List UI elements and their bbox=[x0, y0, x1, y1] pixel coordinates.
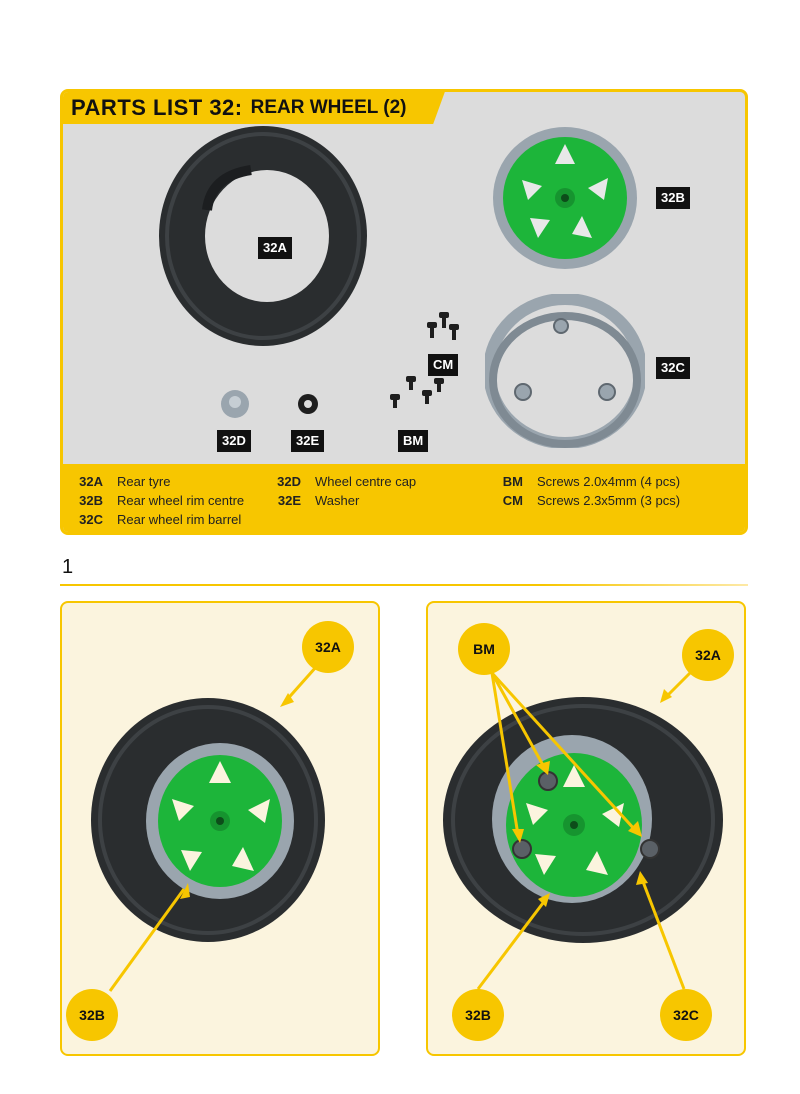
step-panel-right: BM 32A 32B 32C bbox=[426, 601, 746, 1056]
legend-code: BM bbox=[502, 474, 523, 489]
legend-name: Screws 2.0x4mm (4 pcs) bbox=[537, 474, 681, 489]
legend-name: Washer bbox=[315, 493, 360, 508]
legend-code: 32A bbox=[79, 474, 103, 489]
legend-code: CM bbox=[502, 493, 523, 508]
wheel-assembly-illustration bbox=[91, 698, 325, 942]
legend-code: 32E bbox=[277, 493, 301, 508]
legend-column-3: BM Screws 2.0x4mm (4 pcs) CM Screws 2.3x5m… bbox=[499, 472, 680, 510]
callout-32c: 32C bbox=[660, 989, 712, 1041]
wheel-rim-barrel-illustration bbox=[443, 697, 723, 943]
parts-list-title-sub: REAR WHEEL (2) bbox=[250, 97, 407, 118]
legend-row: 32D Wheel centre cap bbox=[273, 472, 416, 491]
callout-32b: 32B bbox=[452, 989, 504, 1041]
tag-32e: 32E bbox=[291, 430, 325, 452]
legend-name: Screws 2.3x5mm (3 pcs) bbox=[537, 493, 681, 508]
legend-row: BM Screws 2.0x4mm (4 pcs) bbox=[499, 472, 680, 491]
screws-cm-illustration bbox=[427, 312, 459, 340]
screws-bm-illustration bbox=[390, 376, 444, 408]
part-32a-tyre-illustration bbox=[159, 126, 367, 346]
callout-32b: 32B bbox=[66, 989, 118, 1041]
legend-row: CM Screws 2.3x5mm (3 pcs) bbox=[499, 491, 680, 510]
legend-name: Wheel centre cap bbox=[315, 474, 417, 489]
tag-32a: 32A bbox=[258, 237, 292, 259]
tag-cm: CM bbox=[428, 354, 459, 376]
pointer-arrows bbox=[108, 666, 318, 992]
legend-row: 32A Rear tyre bbox=[77, 472, 244, 491]
callout-bm: BM bbox=[458, 623, 510, 675]
legend-code: 32D bbox=[277, 474, 301, 489]
tag-32b: 32B bbox=[656, 187, 690, 209]
parts-list-panel: PARTS LIST 32: REAR WHEEL (2) bbox=[60, 89, 748, 535]
legend-column-1: 32A Rear tyre 32B Rear wheel rim centre 32… bbox=[77, 472, 244, 529]
callout-32a: 32A bbox=[302, 621, 354, 673]
legend-name: Rear wheel rim barrel bbox=[117, 512, 242, 527]
legend-code: 32C bbox=[79, 512, 103, 527]
legend-column-2: 32D Wheel centre cap 32E Washer bbox=[273, 472, 416, 510]
callout-32a: 32A bbox=[682, 629, 734, 681]
pointer-arrows bbox=[476, 671, 692, 990]
legend-name: Rear wheel rim centre bbox=[117, 493, 245, 508]
legend-code: 32B bbox=[79, 493, 103, 508]
legend-row: 32C Rear wheel rim barrel bbox=[77, 510, 244, 529]
parts-list-title-main: PARTS LIST 32: bbox=[71, 95, 243, 120]
step-number: 1 bbox=[62, 556, 74, 578]
part-32b-rim-centre-illustration bbox=[493, 127, 637, 269]
legend-name: Rear tyre bbox=[117, 474, 171, 489]
tag-bm: BM bbox=[398, 430, 429, 452]
part-32d-centre-cap-illustration bbox=[221, 390, 249, 418]
step-panel-left: 32A 32B bbox=[60, 601, 380, 1056]
legend-row: 32E Washer bbox=[273, 491, 416, 510]
parts-list-title: PARTS LIST 32: REAR WHEEL (2) bbox=[63, 92, 427, 124]
legend-row: 32B Rear wheel rim centre bbox=[77, 491, 244, 510]
tag-32c: 32C bbox=[656, 357, 690, 379]
part-32e-washer-illustration bbox=[298, 394, 318, 414]
tag-32d: 32D bbox=[217, 430, 251, 452]
parts-legend: 32A Rear tyre 32B Rear wheel rim centre 32… bbox=[63, 464, 745, 532]
step-divider bbox=[60, 584, 748, 586]
part-32c-rim-barrel-illustration bbox=[485, 294, 645, 448]
